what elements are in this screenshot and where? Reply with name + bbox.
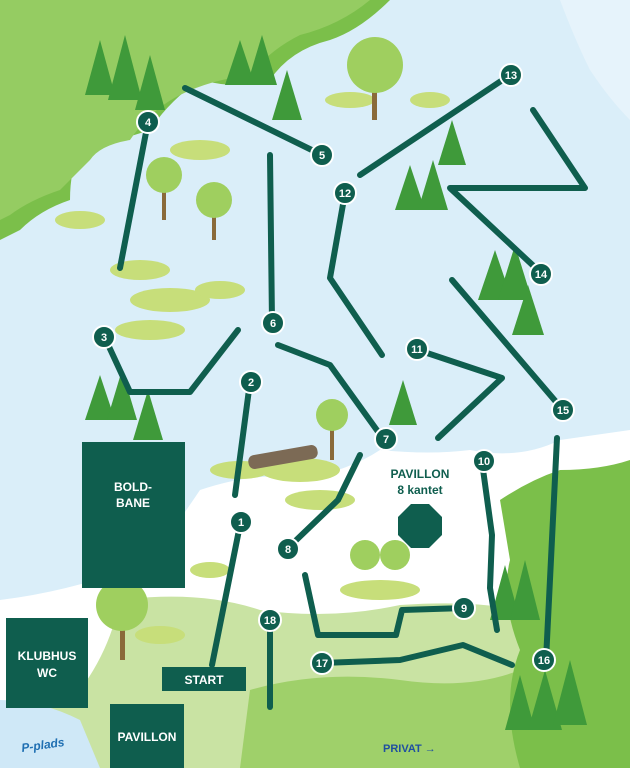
hole-3-number: 3 [101, 332, 107, 344]
hole-15-marker: 15 [551, 398, 575, 422]
course-lines [102, 72, 588, 710]
hole-3-circle [92, 325, 116, 349]
water-top-right [560, 0, 630, 120]
hole-10-circle [472, 449, 496, 473]
hole-5-marker: 5 [310, 143, 334, 167]
hole-2-circle [239, 370, 263, 394]
hole-4-circle [136, 110, 160, 134]
hole-18-marker: 18 [258, 608, 282, 632]
hole-2-marker: 2 [239, 370, 263, 394]
hole-7-number: 7 [383, 434, 389, 446]
hole-1-circle [229, 510, 253, 534]
hole-7-circle [374, 427, 398, 451]
hole-18-circle [258, 608, 282, 632]
hole-8-circle [276, 537, 300, 561]
klubhus-label-2: WC [37, 666, 57, 680]
hole-1-number: 1 [238, 517, 244, 529]
hole-7-marker: 7 [374, 427, 398, 451]
conifer-trees [85, 35, 587, 730]
hole-10-marker: 10 [472, 449, 496, 473]
boldbane-label-1: BOLD- [114, 480, 152, 494]
hole-13-circle [499, 63, 523, 87]
building-boldbane: BOLD- BANE [82, 442, 185, 588]
hole-4-marker: 4 [136, 110, 160, 134]
hole-13-number: 13 [505, 70, 517, 82]
hole-11-number: 11 [411, 344, 423, 356]
pavillon-octagon-label-2: 8 kantet [397, 483, 442, 497]
hole-13-marker: 13 [499, 63, 523, 87]
hole-12-number: 12 [339, 188, 351, 200]
hole-8-marker: 8 [276, 537, 300, 561]
p-plads-label: P-plads [20, 735, 65, 755]
p-plads-area [0, 700, 100, 768]
hole-4-number: 4 [145, 117, 152, 129]
hole-17-marker: 17 [310, 651, 334, 675]
hole-8-number: 8 [285, 544, 291, 556]
hole-9-number: 9 [461, 603, 467, 615]
hole-12-circle [333, 181, 357, 205]
hole-6-number: 6 [270, 318, 276, 330]
building-start: START [162, 667, 246, 691]
hole-6-marker: 6 [261, 311, 285, 335]
hole-17-circle [310, 651, 334, 675]
pavillon-bottom-label: PAVILLON [118, 730, 177, 744]
hole-5-number: 5 [319, 150, 325, 162]
hole-17-number: 17 [316, 658, 328, 670]
hole-3-marker: 3 [92, 325, 116, 349]
privat-label: PRIVAT → [383, 743, 436, 755]
building-pavillon-bottom: PAVILLON [110, 704, 184, 768]
hole-14-marker: 14 [529, 262, 553, 286]
hole-10-number: 10 [478, 456, 490, 468]
hole-11-marker: 11 [405, 337, 429, 361]
hole-18-number: 18 [264, 615, 276, 627]
hole-14-circle [529, 262, 553, 286]
hole-15-number: 15 [557, 405, 569, 417]
hole-9-marker: 9 [452, 596, 476, 620]
fallen-log [248, 444, 318, 470]
deciduous-trees [96, 37, 410, 660]
hole-12-marker: 12 [333, 181, 357, 205]
hole-15-circle [551, 398, 575, 422]
hole-14-number: 14 [535, 269, 548, 281]
boldbane-label-2: BANE [116, 496, 150, 510]
hole-11-circle [405, 337, 429, 361]
pavillon-octagon [398, 504, 442, 548]
pavillon-octagon-label-1: PAVILLON [391, 467, 450, 481]
hole-1-marker: 1 [229, 510, 253, 534]
hole-9-circle [452, 596, 476, 620]
grass-right-dark [500, 460, 630, 768]
building-klubhus: KLUBHUS WC [6, 618, 88, 708]
hole-16-circle [532, 648, 556, 672]
hole-16-number: 16 [538, 655, 550, 667]
hole-16-marker: 16 [532, 648, 556, 672]
hole-6-circle [261, 311, 285, 335]
klubhus-label-1: KLUBHUS [18, 649, 77, 663]
start-label: START [184, 673, 224, 687]
hole-5-circle [310, 143, 334, 167]
hole-2-number: 2 [248, 377, 254, 389]
forest-top-left-light [0, 0, 370, 220]
